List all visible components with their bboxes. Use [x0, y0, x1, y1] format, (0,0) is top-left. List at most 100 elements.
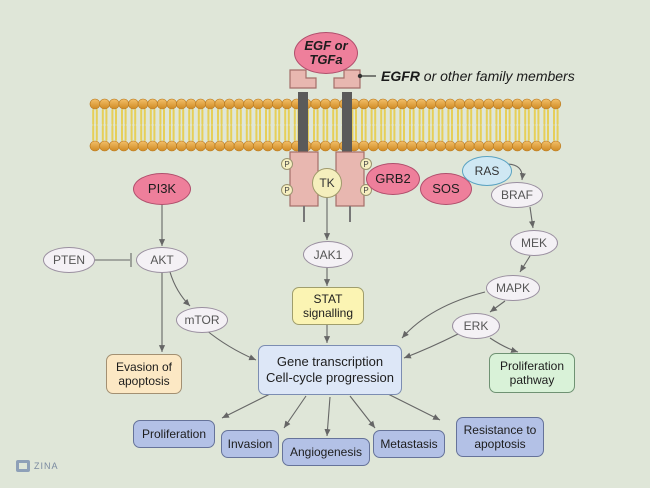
node-pten-label: PTEN [52, 253, 85, 267]
node-jak1: JAK1 [303, 241, 353, 268]
lipid-head [329, 140, 341, 152]
arrow-mapk-gene [401, 291, 486, 339]
node-pten: PTEN [43, 247, 95, 273]
lipid-head [214, 140, 226, 152]
brand-text: ZINA [34, 461, 59, 471]
arrow-mek-mapk [519, 255, 531, 273]
node-ras: RAS [462, 156, 512, 186]
node-mek: MEK [510, 230, 558, 256]
receptor-label-rest: or other family members [419, 68, 575, 84]
lipid-head [147, 98, 158, 110]
lipid-head [464, 140, 475, 152]
arrow-gene-resistance [383, 391, 441, 421]
lipid-head [243, 140, 254, 152]
phospho-left-bottom: P [281, 184, 293, 196]
node-stat-label: STAT signalling [302, 292, 354, 320]
phospho-right-top: P [360, 158, 372, 170]
lipid-head [156, 98, 168, 110]
lipid-head [128, 98, 139, 110]
outcome-angiogenesis: Angiogenesis [282, 438, 370, 466]
lipid-head [358, 140, 370, 152]
lipid-head [435, 98, 446, 110]
node-sos: SOS [420, 173, 472, 205]
lipid-head [444, 98, 456, 110]
node-pi3k-label: PI3K [147, 181, 177, 196]
gene-line-1: Gene transcription [276, 354, 384, 369]
node-mtor-label: mTOR [184, 313, 220, 327]
node-akt-label: AKT [150, 253, 174, 267]
arrow-akt-mtor [169, 271, 191, 307]
lipid-head [320, 98, 331, 110]
lipid-head [454, 98, 466, 110]
lipid-head [195, 140, 206, 152]
lipid-head [512, 98, 523, 110]
lipid-head [118, 140, 130, 152]
logo-icon [16, 460, 30, 472]
lipid-head [89, 140, 101, 152]
lipid-head [531, 98, 542, 110]
arrow-mapk-erk [489, 300, 506, 313]
node-mek-label: MEK [520, 236, 547, 250]
lipid-head [89, 98, 101, 110]
arrow-gene-proliferation [221, 393, 271, 419]
lipid-head [320, 140, 331, 152]
lipid-head [521, 140, 533, 152]
outcome-metastasis-label: Metastasis [380, 437, 438, 451]
node-braf-label: BRAF [500, 188, 533, 202]
lipid-head [108, 140, 120, 152]
outcome-resistance-to-apoptosis: Resistance to apoptosis [456, 417, 544, 457]
node-erk-label: ERK [463, 319, 489, 333]
lipid-head [473, 98, 485, 110]
lipid-head [176, 140, 187, 152]
outcome-proliferation-label: Proliferation [141, 427, 207, 441]
node-mapk: MAPK [486, 275, 540, 301]
ligand-label: EGF or TGFa [304, 38, 348, 67]
node-stat-signalling: STAT signalling [292, 287, 364, 325]
ligand-egf-tgfa: EGF or TGFa [294, 32, 358, 74]
lipid-head [252, 98, 264, 110]
lipid-head [243, 98, 254, 110]
node-prolif-pathway-label: Proliferation pathway [499, 359, 565, 387]
lipid-head [147, 140, 158, 152]
lipid-head [156, 140, 168, 152]
node-gene-transcription: Gene transcription Cell-cycle progressio… [258, 345, 402, 395]
node-grb2: GRB2 [366, 163, 420, 195]
receptor-label: EGFR or other family members [381, 68, 575, 84]
lipid-head [214, 98, 226, 110]
node-mtor: mTOR [176, 307, 228, 333]
node-ras-label: RAS [474, 164, 500, 178]
lipid-head [396, 140, 408, 152]
gene-line-2: Cell-cycle progression [266, 370, 394, 385]
lipid-head [137, 140, 149, 152]
lipid-head [483, 98, 494, 110]
lipid-head [185, 98, 197, 110]
lipid-head [262, 98, 274, 110]
lipid-head [272, 98, 283, 110]
lipid-head [377, 98, 389, 110]
brand-logo: ZINA [16, 460, 59, 472]
lipid-head [444, 140, 456, 152]
lipid-head [492, 98, 504, 110]
arrow-gene-invasion [283, 395, 307, 429]
lipid-head [550, 140, 562, 152]
node-akt: AKT [136, 247, 188, 273]
lipid-head [137, 98, 149, 110]
cell-membrane [89, 98, 562, 152]
lipid-head [435, 140, 446, 152]
lipid-head [99, 98, 110, 110]
lipid-head [108, 98, 120, 110]
lipid-head [492, 140, 504, 152]
arrow-erk-gene [403, 333, 459, 359]
lipid-head [195, 98, 206, 110]
lipid-head [310, 140, 322, 152]
lipid-head [176, 98, 187, 110]
lipid-head [425, 98, 437, 110]
node-proliferation-pathway: Proliferation pathway [489, 353, 575, 393]
lipid-head [281, 98, 293, 110]
pathway-arrows [95, 163, 536, 437]
lipid-head [224, 140, 235, 152]
lipid-head [406, 98, 418, 110]
lipid-head [502, 98, 514, 110]
arrow-gene-angiogenesis [324, 396, 331, 437]
lipid-head [99, 140, 110, 152]
